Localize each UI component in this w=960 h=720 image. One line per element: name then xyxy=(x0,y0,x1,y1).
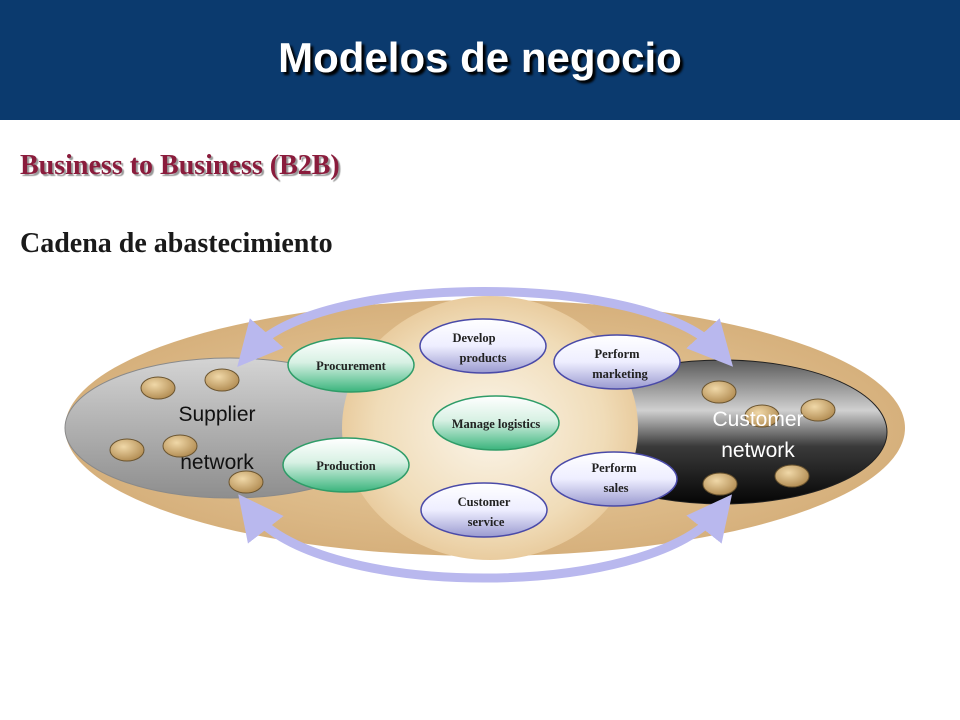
customer-node xyxy=(774,464,810,488)
process-develop-products: Develop products xyxy=(419,318,547,374)
customer-node xyxy=(800,398,836,422)
supplier-node xyxy=(228,470,264,494)
process-perform-marketing: Perform marketing xyxy=(553,334,681,390)
supplier-node xyxy=(204,368,240,392)
develop-label-line1: Develop xyxy=(452,331,495,345)
slide-title: Modelos de negocio xyxy=(278,34,682,81)
supplier-node xyxy=(162,434,198,458)
supplier-node xyxy=(140,376,176,400)
supplier-label-line1: Supplier xyxy=(178,403,255,426)
customer-nodes xyxy=(701,380,836,496)
manage-logistics-label: Manage logistics xyxy=(452,417,541,431)
supplier-nodes xyxy=(109,368,264,494)
process-manage-logistics: Manage logistics xyxy=(432,395,560,451)
customer-label-line2: network xyxy=(721,439,795,462)
customer-node xyxy=(744,404,780,428)
production-label: Production xyxy=(316,459,376,473)
process-customer-service: Customer service xyxy=(420,482,548,538)
customer-node xyxy=(702,472,738,496)
supplier-node xyxy=(109,438,145,462)
sales-label-line1: Perform xyxy=(591,461,637,475)
customer-label-line1: Customer xyxy=(712,408,803,431)
process-procurement: Procurement xyxy=(287,337,415,393)
customer-node xyxy=(701,380,737,404)
supplier-label-line2: network xyxy=(180,451,254,474)
top-double-arrow xyxy=(237,287,734,367)
customer-service-label-line1: Customer xyxy=(458,495,511,509)
subtitle: Business to Business (B2B) xyxy=(20,150,340,181)
process-perform-sales: Perform sales xyxy=(550,451,678,507)
develop-label-line2: products xyxy=(459,351,506,365)
sales-label-line2: sales xyxy=(604,481,629,495)
title-banner: Modelos de negocio xyxy=(0,0,960,120)
marketing-label-line2: marketing xyxy=(592,367,648,381)
customer-service-label-line2: service xyxy=(468,515,505,529)
process-production: Production xyxy=(282,437,410,493)
bottom-double-arrow xyxy=(238,494,733,583)
procurement-label: Procurement xyxy=(316,359,386,373)
section-heading: Cadena de abastecimiento xyxy=(20,228,333,259)
marketing-label-line1: Perform xyxy=(594,347,640,361)
